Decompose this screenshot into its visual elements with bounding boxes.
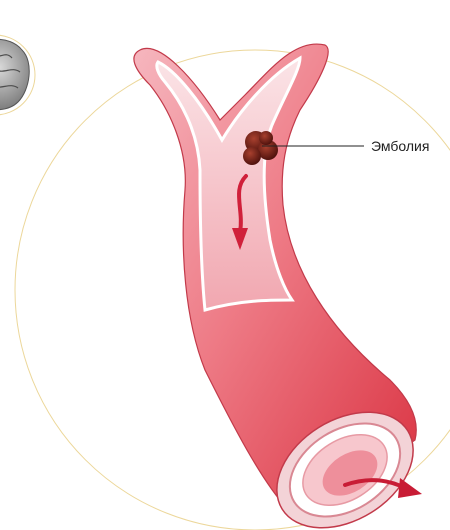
- brain-icon: [0, 35, 35, 115]
- artery-vessel: [134, 44, 434, 530]
- embolism-label: Эмболия: [371, 138, 429, 154]
